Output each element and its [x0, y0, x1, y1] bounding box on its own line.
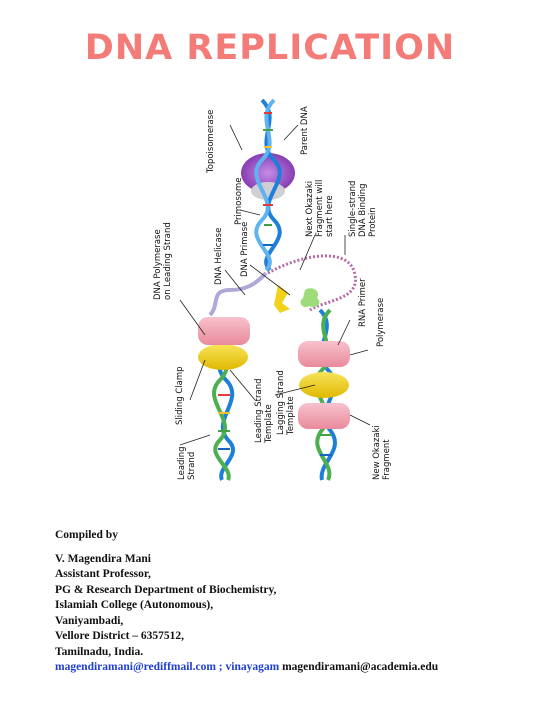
- label-lagging-strand-template: Lagging Strand Template: [276, 370, 296, 435]
- alias-link-vinayagam[interactable]: vinayagam: [225, 661, 280, 673]
- author-position: Assistant Professor,: [55, 568, 151, 580]
- email-separator: ;: [215, 661, 226, 673]
- label-polymerase: Polymerase: [376, 297, 386, 347]
- polymerase-lagging-clamp-top: [298, 341, 350, 367]
- lagging-strand-loop: [267, 254, 357, 312]
- email-link-rediffmail[interactable]: magendiramani@rediffmail.com: [55, 661, 216, 673]
- sliding-clamp-lagging: [298, 403, 350, 429]
- dna-primase: [300, 288, 320, 308]
- topoisomerase-protein: [241, 153, 295, 193]
- page-title: DNA REPLICATION: [84, 28, 456, 68]
- contact-line: magendiramani@rediffmail.com ; vinayagam…: [55, 660, 525, 676]
- credits-block: Compiled by V. Magendira Mani Assistant …: [55, 528, 525, 676]
- author-college: Islamiah College (Autonomous),: [55, 599, 214, 611]
- polymerase-leading: [198, 344, 248, 370]
- dna-replication-diagram: Topoisomerase Parent DNA Primosome Next …: [150, 95, 400, 485]
- author-district: Vellore District – 6357512,: [55, 630, 185, 642]
- label-primosome: Primosome: [234, 177, 244, 225]
- author-city: Vaniyambadi,: [55, 614, 124, 627]
- label-leading-strand-template: Leading Strand Template: [254, 378, 274, 443]
- label-sliding-clamp: Sliding Clamp: [175, 366, 185, 425]
- email-academia: magendiramani@academia.edu: [279, 661, 439, 673]
- author-name: V. Magendira Mani: [55, 552, 151, 565]
- sliding-clamp-leading: [198, 317, 250, 345]
- label-leading-strand: Leading Strand: [177, 446, 197, 480]
- label-topoisomerase: Topoisomerase: [206, 109, 216, 173]
- label-rna-primer: RNA Primer: [358, 278, 368, 327]
- replication-fork-illustration: [179, 98, 371, 481]
- author-state: Tamilnadu, India.: [55, 645, 144, 658]
- label-next-okazaki: Next Okazaki Fragment will start here: [305, 179, 335, 237]
- polymerase-lagging: [299, 372, 349, 398]
- label-dna-primase: DNA Primase: [240, 221, 250, 277]
- label-parent-dna: Parent DNA: [300, 106, 310, 155]
- label-new-okazaki: New Okazaki Fragment: [372, 425, 392, 480]
- label-dna-polymerase-leading: DNA Polymerase on Leading Strand: [153, 222, 173, 300]
- label-ssb: Single-strand DNA Binding Protein: [348, 180, 378, 237]
- compiled-by-label: Compiled by: [55, 529, 118, 541]
- label-dna-helicase: DNA Helicase: [214, 227, 224, 285]
- author-department: PG & Research Department of Biochemistry…: [55, 583, 277, 596]
